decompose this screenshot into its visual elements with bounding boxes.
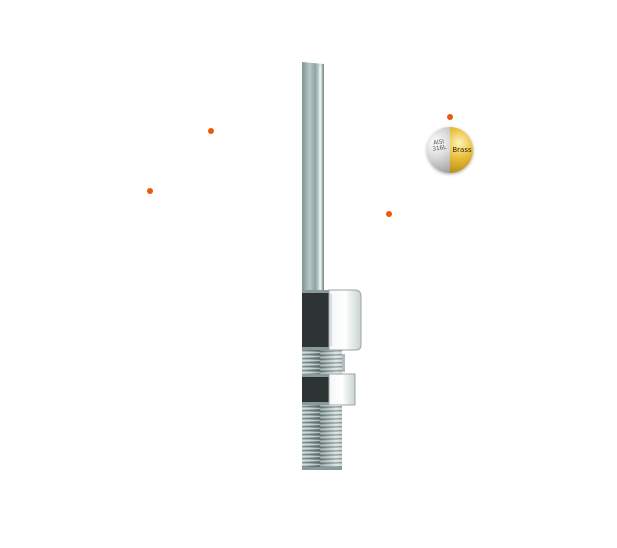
stainless-half xyxy=(427,127,450,173)
hotspot-marker[interactable] xyxy=(147,188,153,194)
hotspot-marker[interactable] xyxy=(447,114,453,120)
badge-right-label: Brass xyxy=(452,146,472,154)
tube xyxy=(302,62,324,292)
hotspot-marker[interactable] xyxy=(386,211,392,217)
hotspot-marker[interactable] xyxy=(208,128,214,134)
middle-thread xyxy=(302,350,342,376)
brass-half xyxy=(450,127,473,173)
upper-hex-nut xyxy=(302,289,362,351)
material-badge[interactable]: AISI 316L Brass xyxy=(427,127,473,173)
lower-thread xyxy=(302,405,342,469)
lower-hex-nut xyxy=(302,373,356,406)
